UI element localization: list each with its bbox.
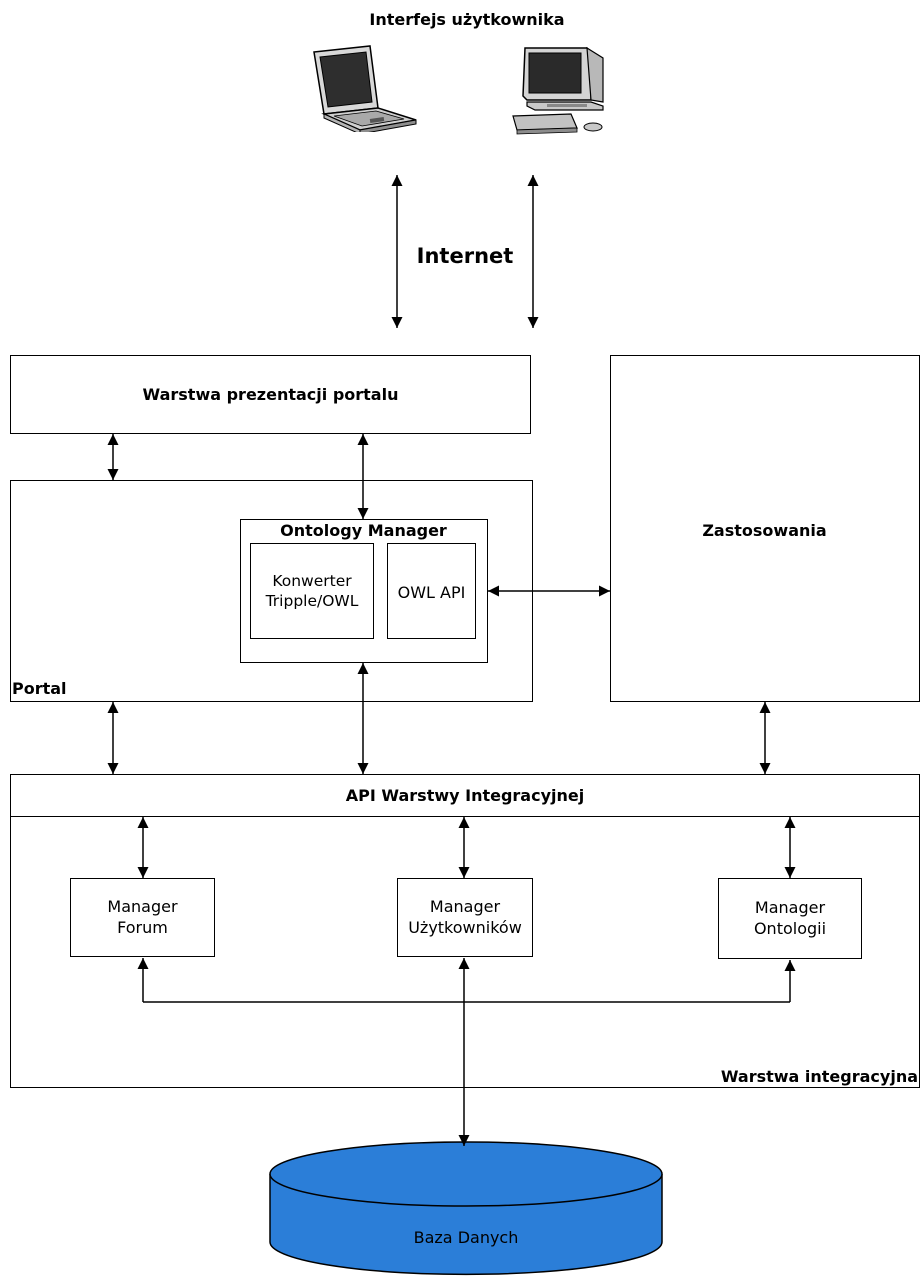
manager-users-label: Manager Użytkowników <box>408 896 522 937</box>
integration-api-label: API Warstwy Integracyjnej <box>345 786 585 805</box>
manager-ontology-label: Manager Ontologii <box>753 897 827 938</box>
database-cylinder <box>269 1141 663 1276</box>
database-label: Baza Danych <box>413 1228 519 1247</box>
converter-box: Konwerter Tripple/OWL <box>250 543 374 639</box>
presentation-layer-label: Warstwa prezentacji portalu <box>142 385 399 404</box>
manager-ontology-box: Manager Ontologii <box>718 878 862 959</box>
portal-label: Portal <box>12 679 67 698</box>
desktop-computer-icon <box>512 46 604 135</box>
applications-box: Zastosowania <box>610 355 920 702</box>
owl-api-box: OWL API <box>387 543 476 639</box>
user-interface-title: Interfejs użytkownika <box>369 10 565 29</box>
integration-api-bar: API Warstwy Integracyjnej <box>10 774 920 817</box>
manager-forum-label: Manager Forum <box>107 896 178 937</box>
converter-label: Konwerter Tripple/OWL <box>265 571 359 610</box>
ontology-manager-title: Ontology Manager <box>280 521 447 540</box>
manager-users-box: Manager Użytkowników <box>397 878 533 957</box>
manager-forum-box: Manager Forum <box>70 878 215 957</box>
integration-layer-label: Warstwa integracyjna <box>720 1067 918 1086</box>
internet-label: Internet <box>416 244 514 268</box>
presentation-layer-box: Warstwa prezentacji portalu <box>10 355 531 434</box>
owl-api-label: OWL API <box>397 583 466 602</box>
laptop-icon <box>313 45 417 132</box>
applications-label: Zastosowania <box>702 521 827 540</box>
